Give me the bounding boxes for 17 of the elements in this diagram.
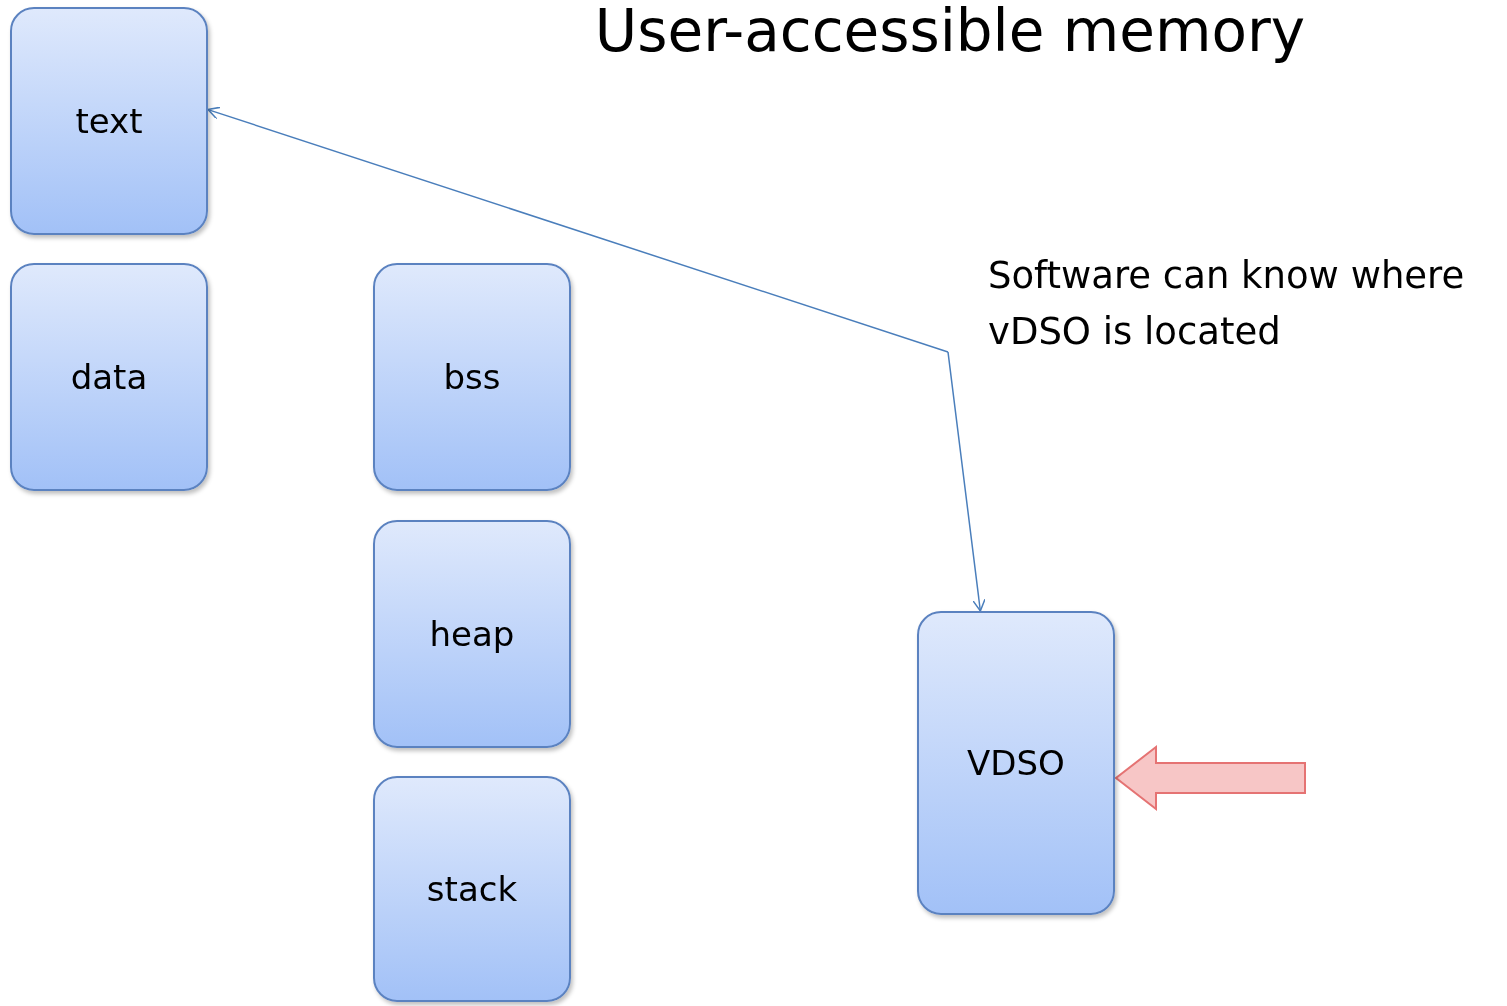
- memory-segment-box: [373, 520, 571, 748]
- note-text: Software can know where vDSO is located: [988, 253, 1466, 355]
- segment-label: data: [70, 357, 148, 397]
- memory-segment-box: [10, 263, 208, 491]
- segment-label: heap: [429, 614, 515, 654]
- memory-segment-box: [373, 263, 571, 491]
- arrow: [207, 106, 949, 353]
- title: User-accessible memory: [593, 0, 1307, 64]
- segment-label: bss: [443, 357, 501, 397]
- arrow: [947, 351, 986, 612]
- memory-segment-box: [10, 7, 208, 235]
- memory-segment-box: [917, 611, 1115, 915]
- segment-label: stack: [426, 869, 518, 909]
- segment-label: VDSO: [967, 743, 1065, 783]
- memory-segment-box: [373, 776, 571, 1002]
- block-arrow: [1114, 744, 1306, 812]
- segment-label: text: [75, 101, 143, 141]
